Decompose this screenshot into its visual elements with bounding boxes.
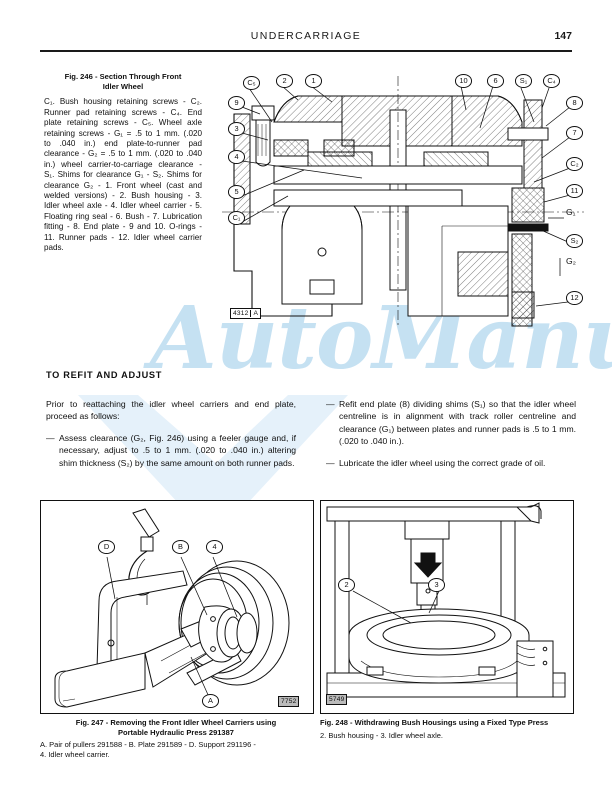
callout-c1: C₁: [228, 211, 245, 225]
callout-11: 11: [566, 184, 583, 198]
callout-8: 8: [566, 96, 583, 110]
figure-246-reference-suffix: A: [250, 309, 259, 317]
callout-c2: C₂: [566, 157, 583, 171]
callout-s1: S₁: [515, 74, 532, 88]
figure-248-reference-code: 5749: [329, 695, 345, 703]
section-right-column: — Refit end plate (8) dividing shims (S₁…: [326, 398, 576, 478]
callout-1: 1: [305, 74, 322, 88]
callout-g1: G₁: [566, 207, 576, 217]
callout-4: 4: [228, 150, 245, 164]
figure-247-caption: Fig. 247 - Removing the Front Idler Whee…: [40, 718, 312, 759]
figure-248-frame: [320, 500, 574, 714]
figure-248-caption: Fig. 248 - Withdrawing Bush Housings usi…: [320, 718, 576, 740]
figure-246-legend: C₁. Bush housing retaining screws - C₂. …: [44, 97, 202, 253]
section-left-column: Prior to reattaching the idler wheel car…: [46, 398, 296, 478]
callout-d: D: [98, 540, 115, 554]
figure-247-legend-line2: 4. Idler wheel carrier.: [40, 749, 110, 759]
callout-a: A: [202, 694, 219, 708]
figure-246-reference-code: 4312: [233, 309, 249, 317]
callout-5: 5: [228, 185, 245, 199]
page-title: UNDERCARRIAGE: [250, 30, 362, 42]
callout-2: 2: [276, 74, 293, 88]
callout-9: 9: [228, 96, 245, 110]
figure-246-drawing: [212, 66, 592, 334]
page-header: UNDERCARRIAGE 147: [40, 30, 572, 52]
list-item-text: Lubricate the idler wheel using the corr…: [339, 457, 546, 468]
figure-247-legend-line1: A. Pair of pullers 291588 - B. Plate 291…: [40, 740, 256, 750]
figure-247-reference-box: 7752: [278, 696, 300, 707]
list-item: — Assess clearance (G₂, Fig. 246) using …: [46, 432, 296, 469]
section-intro: Prior to reattaching the idler wheel car…: [46, 399, 296, 422]
callout-6: 6: [487, 74, 504, 88]
list-item: — Refit end plate (8) dividing shims (S₁…: [326, 398, 576, 448]
figure-246-caption: Fig. 246 - Section Through Front Idler W…: [44, 72, 202, 254]
callout-3-fig248: 3: [428, 578, 445, 592]
figure-247-reference-code: 7752: [281, 697, 297, 705]
callout-12: 12: [566, 291, 583, 305]
callout-10: 10: [455, 74, 472, 88]
callout-3: 3: [228, 122, 245, 136]
header-divider: [40, 50, 572, 52]
figure-246-title-line1: Fig. 246 - Section Through Front: [64, 72, 182, 81]
callout-c4: C₄: [543, 74, 560, 88]
figure-246-title-line2: Idler Wheel: [102, 82, 144, 92]
list-item-text: Assess clearance (G₂, Fig. 246) using a …: [59, 432, 296, 468]
list-dash: —: [326, 399, 335, 409]
callout-b: B: [172, 540, 189, 554]
figure-248-reference-box: 5749: [326, 694, 348, 705]
figure-248-legend-line1: 2. Bush housing - 3. Idler wheel axle.: [320, 730, 443, 740]
figure-247-title-line1: Fig. 247 - Removing the Front Idler Whee…: [75, 718, 277, 727]
callout-c5: C₅: [243, 76, 260, 90]
list-item-text: Refit end plate (8) dividing shims (S₁) …: [339, 399, 576, 447]
callout-s2: S₂: [566, 234, 583, 248]
page-number: 147: [554, 30, 572, 42]
section-heading: TO REFIT AND ADJUST: [46, 370, 163, 380]
list-dash: —: [46, 432, 55, 443]
list-dash: —: [326, 457, 335, 468]
figure-248-title-line1: Fig. 248 - Withdrawing Bush Housings usi…: [320, 718, 549, 727]
callout-g2: G₂: [566, 256, 577, 266]
callout-2-fig248: 2: [338, 578, 355, 592]
list-item: — Lubricate the idler wheel using the co…: [326, 457, 576, 469]
callout-7: 7: [566, 126, 583, 140]
figure-247-title-line2: Portable Hydraulic Press 291387: [118, 727, 234, 737]
callout-4-fig247: 4: [206, 540, 223, 554]
figure-247-frame: [40, 500, 314, 714]
